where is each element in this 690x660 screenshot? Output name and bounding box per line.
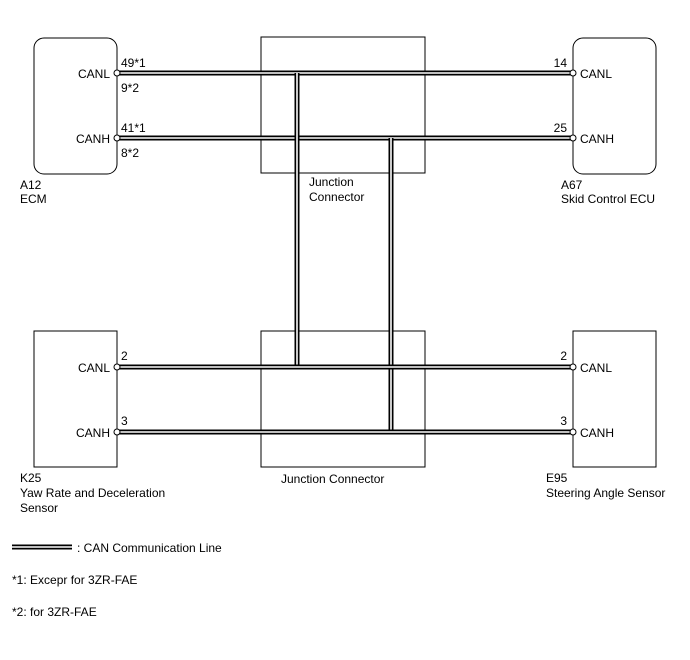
- yaw-canl-terminal: [113, 363, 121, 371]
- legend: : CAN Communication Line: [12, 541, 222, 555]
- yaw-pin-canh: 3: [121, 414, 128, 428]
- steer-canh-label: CANH: [580, 426, 614, 440]
- skid-canh-label: CANH: [580, 132, 614, 146]
- yaw-pin-canl: 2: [121, 349, 128, 363]
- ecm-canh-terminal: [113, 134, 121, 142]
- yaw-canh-label: CANH: [76, 426, 110, 440]
- skid-control-ecu-box: [572, 37, 657, 175]
- ecm-canl-terminal: [113, 69, 121, 77]
- yaw-name-line2: Sensor: [20, 501, 58, 515]
- ecm-pin-canl-a: 49*1: [121, 56, 146, 70]
- ecm-pin-canh-b: 8*2: [121, 146, 139, 160]
- skid-name: Skid Control ECU: [561, 192, 655, 206]
- ecm-canl-label: CANL: [78, 67, 110, 81]
- skid-code: A67: [561, 178, 583, 192]
- yaw-canh-terminal: [113, 428, 121, 436]
- skid-canl-terminal: [569, 69, 577, 77]
- can-wires: [117, 70, 573, 435]
- yaw-code: K25: [20, 471, 42, 485]
- junction-connector-bottom-box: [260, 330, 426, 468]
- steer-code: E95: [546, 471, 568, 485]
- ecm-box: [33, 37, 118, 175]
- steer-pin-canh: 3: [560, 414, 567, 428]
- legend-wire-label: : CAN Communication Line: [77, 541, 222, 555]
- note-1: *1: Excepr for 3ZR-FAE: [12, 573, 137, 587]
- steer-canl-terminal: [569, 363, 577, 371]
- ecm-code: A12: [20, 178, 42, 192]
- ecm-canh-label: CANH: [76, 132, 110, 146]
- junction-connector-top-box: [260, 36, 426, 174]
- jc-top-label-line2: Connector: [309, 190, 364, 204]
- skid-pin-canh: 25: [554, 121, 568, 135]
- skid-pin-canl: 14: [554, 56, 568, 70]
- ecm-pin-canh-a: 41*1: [121, 121, 146, 135]
- steer-canl-label: CANL: [580, 361, 612, 375]
- yaw-canl-label: CANL: [78, 361, 110, 375]
- yaw-rate-sensor-box: [33, 330, 118, 468]
- skid-canl-label: CANL: [580, 67, 612, 81]
- ecm-pin-canl-b: 9*2: [121, 81, 139, 95]
- note-2: *2: for 3ZR-FAE: [12, 605, 97, 619]
- yaw-name-line1: Yaw Rate and Deceleration: [20, 486, 165, 500]
- steer-name: Steering Angle Sensor: [546, 486, 665, 500]
- steer-canh-terminal: [569, 428, 577, 436]
- steering-angle-sensor-box: [572, 330, 657, 468]
- skid-canh-terminal: [569, 134, 577, 142]
- jc-top-label-line1: Junction: [309, 175, 354, 189]
- steer-pin-canl: 2: [560, 349, 567, 363]
- jc-bottom-label: Junction Connector: [281, 472, 384, 486]
- ecm-name: ECM: [20, 192, 47, 206]
